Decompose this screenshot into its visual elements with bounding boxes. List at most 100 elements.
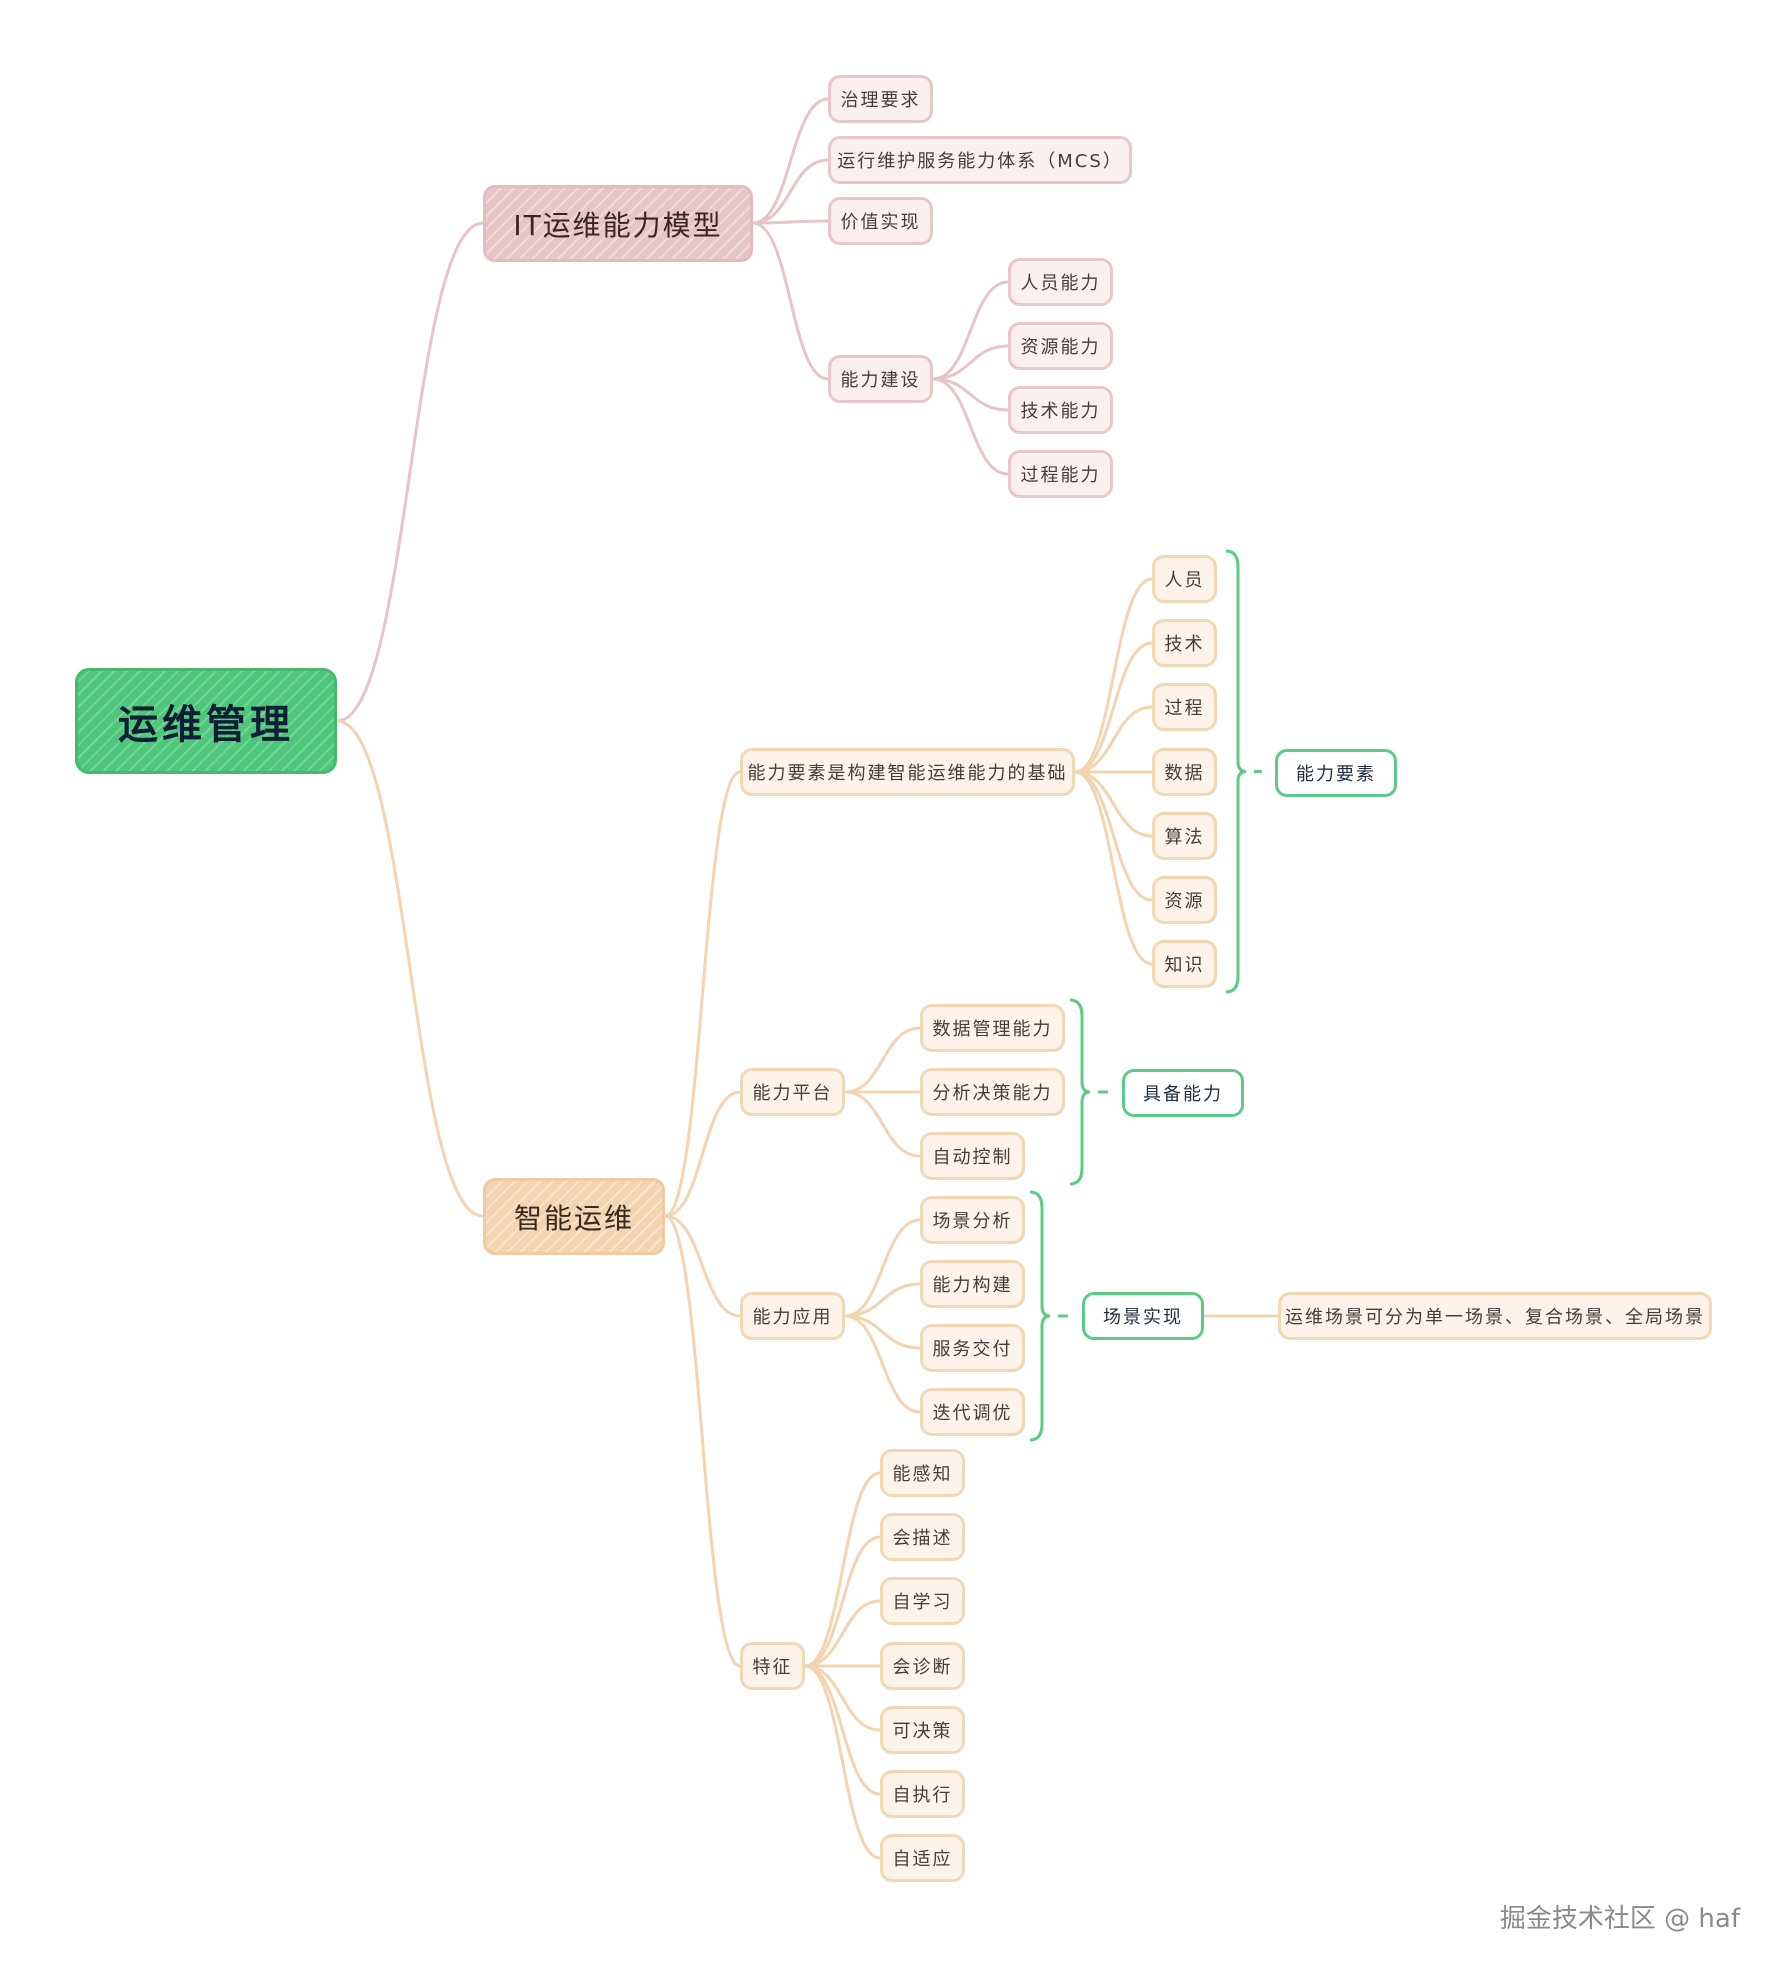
connector-element-4 [1073, 770, 1154, 838]
feature-label: 自学习 [892, 1592, 953, 1613]
it-child-label: 运行维护服务能力体系（MCS） [837, 151, 1123, 172]
bracket-elements [1225, 549, 1247, 994]
connector-it-child-2 [751, 219, 830, 225]
aiops-platform-node[interactable]: 能力平台 [740, 1068, 845, 1116]
branch-it-label: IT运维能力模型 [513, 208, 723, 242]
platform-child-label: 分析决策能力 [932, 1083, 1053, 1104]
application-capability-build[interactable]: 能力构建 [920, 1260, 1025, 1308]
element-algorithm[interactable]: 算法 [1152, 812, 1217, 860]
application-child-label: 能力构建 [932, 1275, 1013, 1296]
aiops-features-node[interactable]: 特征 [740, 1642, 805, 1690]
root-node[interactable]: 运维管理 [75, 668, 337, 774]
application-scene-analysis[interactable]: 场景分析 [920, 1196, 1025, 1244]
element-label: 知识 [1164, 955, 1205, 976]
connector-it-child-3 [751, 221, 830, 381]
capability-process[interactable]: 过程能力 [1008, 450, 1113, 498]
element-label: 算法 [1164, 827, 1205, 848]
connector-aiops-child-2 [663, 1214, 742, 1318]
connector-element-0 [1073, 577, 1154, 774]
connector-capability-2 [931, 377, 1010, 412]
summary-application[interactable]: 场景实现 [1082, 1292, 1204, 1340]
element-process[interactable]: 过程 [1152, 683, 1217, 731]
branch-aiops[interactable]: 智能运维 [483, 1178, 665, 1255]
connector-feature-6 [803, 1664, 882, 1860]
feature-execute[interactable]: 自执行 [880, 1770, 965, 1818]
summary-label: 能力要素 [1296, 764, 1376, 785]
summary-elements[interactable]: 能力要素 [1275, 749, 1397, 797]
feature-perceive[interactable]: 能感知 [880, 1449, 965, 1497]
element-data[interactable]: 数据 [1152, 748, 1217, 796]
application-summary-note[interactable]: 运维场景可分为单一场景、复合场景、全局场景 [1278, 1292, 1712, 1340]
it-child-value[interactable]: 价值实现 [828, 197, 933, 245]
connector-application-3 [843, 1314, 922, 1414]
branch-it-capability-model[interactable]: IT运维能力模型 [483, 185, 753, 262]
capability-label: 过程能力 [1020, 465, 1101, 486]
connector-element-2 [1073, 705, 1154, 774]
feature-self-learn[interactable]: 自学习 [880, 1577, 965, 1625]
feature-describe[interactable]: 会描述 [880, 1513, 965, 1561]
connector-aiops-child-3 [663, 1214, 742, 1668]
aiops-elements-node[interactable]: 能力要素是构建智能运维能力的基础 [740, 748, 1075, 796]
platform-data-management[interactable]: 数据管理能力 [920, 1004, 1065, 1052]
connector-feature-2 [803, 1599, 882, 1668]
it-child-mcs[interactable]: 运行维护服务能力体系（MCS） [828, 136, 1132, 184]
connector-element-5 [1073, 770, 1154, 902]
connector-feature-5 [803, 1664, 882, 1796]
connector-root-aiops [335, 719, 485, 1218]
connector-platform-0 [843, 1026, 922, 1094]
connector-feature-4 [803, 1664, 882, 1732]
element-knowledge[interactable]: 知识 [1152, 940, 1217, 988]
bracket-application [1029, 1190, 1051, 1442]
summary-platform[interactable]: 具备能力 [1122, 1069, 1244, 1117]
connector-feature-1 [803, 1535, 882, 1668]
capability-resource[interactable]: 资源能力 [1008, 322, 1113, 370]
it-child-governance[interactable]: 治理要求 [828, 75, 933, 123]
application-service-delivery[interactable]: 服务交付 [920, 1324, 1025, 1372]
connector-aiops-child-1 [663, 1090, 742, 1218]
summary-label: 具备能力 [1143, 1084, 1223, 1105]
connector-it-child-1 [751, 158, 830, 225]
bracket-platform [1069, 998, 1091, 1186]
branch-aiops-label: 智能运维 [513, 1201, 634, 1235]
element-resource[interactable]: 资源 [1152, 876, 1217, 924]
element-label: 技术 [1164, 634, 1205, 655]
platform-child-label: 自动控制 [932, 1147, 1013, 1168]
feature-label: 会描述 [892, 1528, 953, 1549]
connector-capability-1 [931, 344, 1010, 381]
it-child-label: 治理要求 [840, 90, 921, 111]
feature-label: 能感知 [892, 1464, 953, 1485]
application-child-label: 服务交付 [932, 1339, 1013, 1360]
platform-auto-control[interactable]: 自动控制 [920, 1132, 1025, 1180]
watermark: 掘金技术社区 @ haf [1499, 1904, 1740, 1934]
connector-it-child-0 [751, 97, 830, 225]
capability-label: 资源能力 [1020, 337, 1101, 358]
capability-technology[interactable]: 技术能力 [1008, 386, 1113, 434]
summary-label: 场景实现 [1103, 1307, 1183, 1328]
element-technology[interactable]: 技术 [1152, 619, 1217, 667]
feature-label: 自执行 [892, 1785, 953, 1806]
connector-element-6 [1073, 770, 1154, 966]
application-iterative-tuning[interactable]: 迭代调优 [920, 1388, 1025, 1436]
root-label: 运维管理 [118, 702, 294, 748]
capability-label: 人员能力 [1020, 273, 1101, 294]
it-child-label: 能力建设 [840, 370, 921, 391]
summary-note-label: 运维场景可分为单一场景、复合场景、全局场景 [1285, 1307, 1705, 1328]
connector-element-1 [1073, 641, 1154, 774]
capability-people[interactable]: 人员能力 [1008, 258, 1113, 306]
platform-analysis-decision[interactable]: 分析决策能力 [920, 1068, 1065, 1116]
element-people[interactable]: 人员 [1152, 555, 1217, 603]
element-label: 人员 [1164, 570, 1205, 591]
feature-decide[interactable]: 可决策 [880, 1706, 965, 1754]
it-child-capability-building[interactable]: 能力建设 [828, 355, 933, 403]
element-label: 数据 [1164, 763, 1205, 784]
feature-diagnose[interactable]: 会诊断 [880, 1642, 965, 1690]
connector-platform-2 [843, 1090, 922, 1158]
it-child-label: 价值实现 [840, 212, 921, 233]
aiops-platform-label: 能力平台 [752, 1083, 833, 1104]
feature-adapt[interactable]: 自适应 [880, 1834, 965, 1882]
connector-capability-0 [931, 280, 1010, 381]
connector-application-1 [843, 1282, 922, 1318]
application-child-label: 迭代调优 [932, 1403, 1013, 1424]
aiops-application-node[interactable]: 能力应用 [740, 1292, 845, 1340]
connector-capability-3 [931, 377, 1010, 476]
